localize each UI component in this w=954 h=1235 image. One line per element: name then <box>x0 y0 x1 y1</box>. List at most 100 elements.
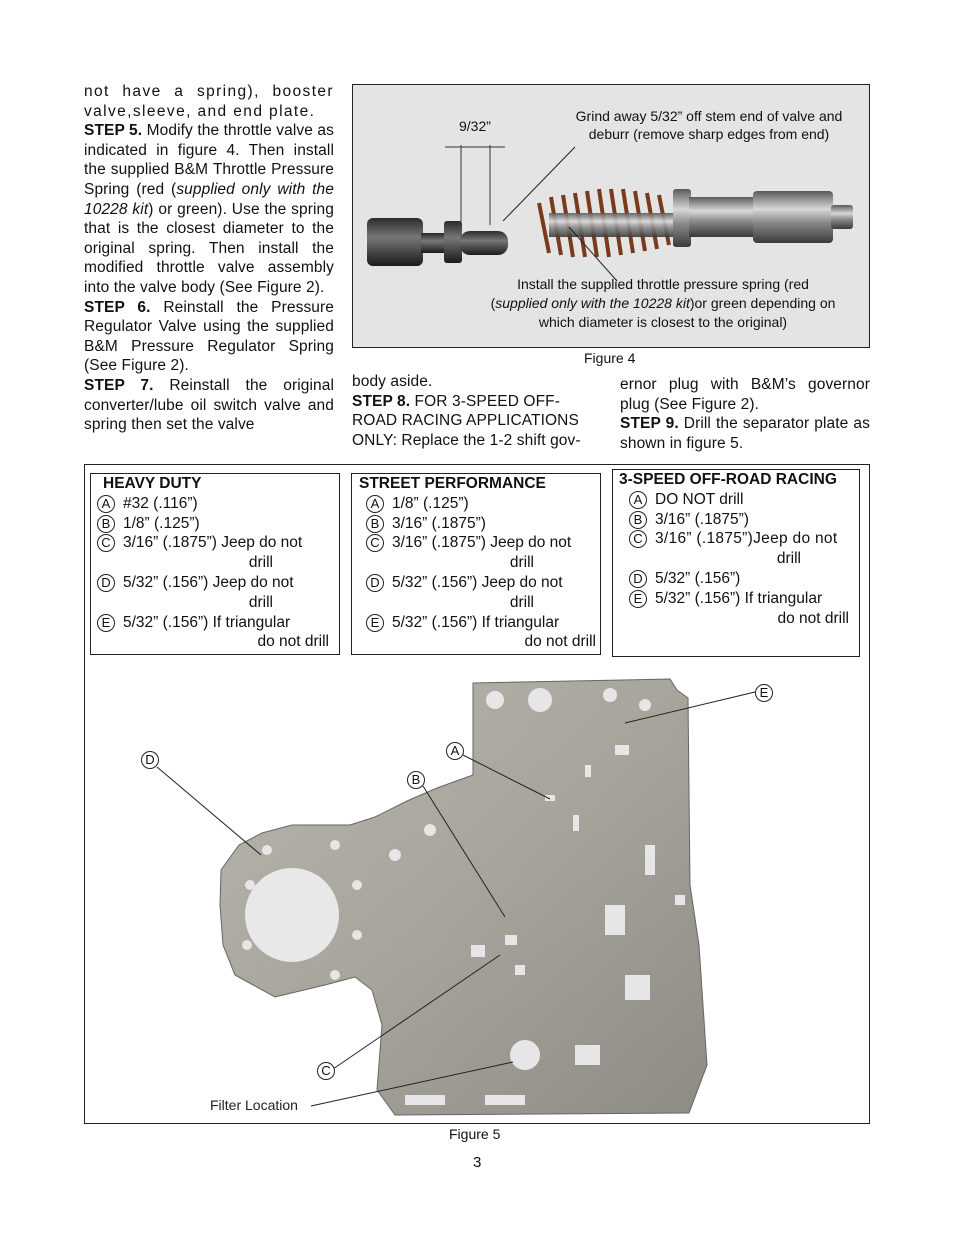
step-9-paragraph: STEP 9. Drill the separator plate as sho… <box>620 414 870 453</box>
row-text: 5/32” (.156”) If triangular <box>655 589 823 607</box>
table-row: C 3/16” (.1875”)Jeep do not <box>613 529 859 549</box>
letter-marker: E <box>366 613 384 632</box>
table-row: E 5/32” (.156”) If triangular <box>613 589 859 609</box>
callout-e: E <box>755 684 773 702</box>
row-text: 5/32” (.156”) <box>655 569 741 587</box>
letter-marker: D <box>97 573 115 592</box>
row-text: 5/32” (.156”) Jeep do not <box>392 573 563 591</box>
figure-4-photo-frame: 9/32” Grind away 5/32” off stem end of v… <box>352 84 870 348</box>
table-row: B 1/8” (.125”) <box>91 514 339 534</box>
step-7-paragraph: STEP 7. Reinstall the original converter… <box>84 376 334 435</box>
step-6-text: Reinstall the Pressure Regulator Valve u… <box>84 298 334 375</box>
figure-4-caption: Figure 4 <box>584 350 636 366</box>
filter-location-label: Filter Location <box>210 1097 298 1113</box>
row-continuation: drill <box>248 593 273 611</box>
install-note-italic: supplied only with the 10228 kit <box>495 295 690 311</box>
letter-marker: B <box>629 510 647 529</box>
letter-marker: D <box>366 573 384 592</box>
row-text: #32 (.116”) <box>123 494 198 512</box>
row-text: 3/16” (.1875”) Jeep do not <box>392 534 572 552</box>
page-number: 3 <box>473 1154 482 1171</box>
row-continuation: drill <box>248 554 273 572</box>
install-spring-note: Install the supplied throttle pressure s… <box>487 275 839 332</box>
callout-c: C <box>317 1062 335 1080</box>
callout-a: A <box>446 742 464 760</box>
letter-marker: B <box>97 514 115 533</box>
row-continuation: drill <box>509 554 534 572</box>
step-8-label: STEP 8. <box>352 392 411 410</box>
step-5-paragraph: STEP 5. Modify the throttle valve as ind… <box>84 121 334 297</box>
row-text: 3/16” (.1875”)Jeep do not <box>655 530 838 548</box>
row-text: 3/16” (.1875”) Jeep do not <box>123 534 303 552</box>
row-continuation: do not drill <box>524 633 596 651</box>
row-continuation: do not drill <box>257 633 329 651</box>
table-row: E 5/32” (.156”) If triangular <box>91 613 339 633</box>
step-9-text: Drill the separator plate as shown in fi… <box>620 415 870 452</box>
table-row: D 5/32” (.156”) Jeep do not <box>352 573 600 593</box>
table-row: A DO NOT drill <box>613 490 859 510</box>
row-continuation: do not drill <box>777 609 849 627</box>
step-5-text-b: ) or green). Use the spring that is the … <box>84 200 334 296</box>
table-row: E 5/32” (.156”) If triangular <box>352 613 600 633</box>
grind-note: Grind away 5/32” off stem end of valve a… <box>575 108 843 142</box>
step-5-label: STEP 5. <box>84 122 143 140</box>
table-row: A 1/8” (.125”) <box>352 494 600 514</box>
table-row: A #32 (.116”) <box>91 494 339 514</box>
letter-marker: A <box>629 490 647 509</box>
letter-marker: C <box>97 534 115 553</box>
table-row: C 3/16” (.1875”) Jeep do not <box>91 533 339 553</box>
right-paragraph-continuation: ernor plug with B&M’s governor plug (See… <box>620 376 870 413</box>
row-text: DO NOT drill <box>655 490 744 508</box>
step-8-text: FOR 3-SPEED OFF-ROAD RACING APPLICATIONS… <box>352 392 581 449</box>
letter-marker: C <box>629 530 647 549</box>
letter-marker: E <box>97 613 115 632</box>
middle-text-column: body aside. STEP 8. FOR 3-SPEED OFF-ROAD… <box>352 372 602 450</box>
table-row: B 3/16” (.1875”) <box>613 510 859 530</box>
table-row: D 5/32” (.156”) Jeep do not <box>91 573 339 593</box>
step-5-text-a: Modify the throttle valve as indicated i… <box>84 122 334 198</box>
row-text: 1/8” (.125”) <box>392 494 469 512</box>
step-8-paragraph: STEP 8. FOR 3-SPEED OFF-ROAD RACING APPL… <box>352 392 602 451</box>
table-title: 3-SPEED OFF-ROAD RACING <box>619 471 837 488</box>
step-9-label: STEP 9. <box>620 415 679 433</box>
letter-marker: B <box>366 514 384 533</box>
table-row: D 5/32” (.156”) <box>613 569 859 589</box>
install-note-a: Install the supplied throttle pressure s… <box>490 276 809 311</box>
row-continuation: drill <box>509 593 534 611</box>
row-text: 5/32” (.156”) Jeep do not <box>123 573 294 591</box>
row-text: 3/16” (.1875”) <box>655 510 749 528</box>
paragraph-continuation: not have a spring), booster valve,sleeve… <box>84 83 334 120</box>
row-text: 5/32” (.156”) If triangular <box>123 613 291 631</box>
callout-b: B <box>407 771 425 789</box>
right-text-column: ernor plug with B&M’s governor plug (See… <box>620 375 870 453</box>
table-title: STREET PERFORMANCE <box>359 475 546 492</box>
letter-marker: E <box>629 589 647 608</box>
row-text: 1/8” (.125”) <box>123 514 200 532</box>
step-6-label: STEP 6. <box>84 298 151 316</box>
row-continuation: drill <box>776 550 801 568</box>
callout-d: D <box>141 751 159 769</box>
row-text: 5/32” (.156”) If triangular <box>392 613 560 631</box>
step-7-text: Reinstall the original converter/lube oi… <box>84 376 334 434</box>
figure-5-caption: Figure 5 <box>449 1126 501 1142</box>
letter-marker: C <box>366 534 384 553</box>
install-note-b: )or green depending on which diameter is… <box>538 295 836 330</box>
separator-plate-photo <box>156 678 756 1116</box>
table-row: C 3/16” (.1875”) Jeep do not <box>352 533 600 553</box>
left-text-column: not have a spring), booster valve,sleeve… <box>84 82 334 435</box>
letter-marker: D <box>629 569 647 588</box>
letter-marker: A <box>97 494 115 513</box>
letter-marker: A <box>366 494 384 513</box>
dimension-label: 9/32” <box>459 118 491 134</box>
step-6-paragraph: STEP 6. Reinstall the Pressure Regulator… <box>84 298 334 376</box>
step-5-italic: supplied only with the 10228 kit <box>84 180 335 218</box>
mid-paragraph-continuation: body aside. <box>352 373 433 390</box>
table-title: HEAVY DUTY <box>103 475 202 492</box>
figure-4-photo <box>353 85 869 347</box>
step-7-label: STEP 7. <box>84 376 154 394</box>
